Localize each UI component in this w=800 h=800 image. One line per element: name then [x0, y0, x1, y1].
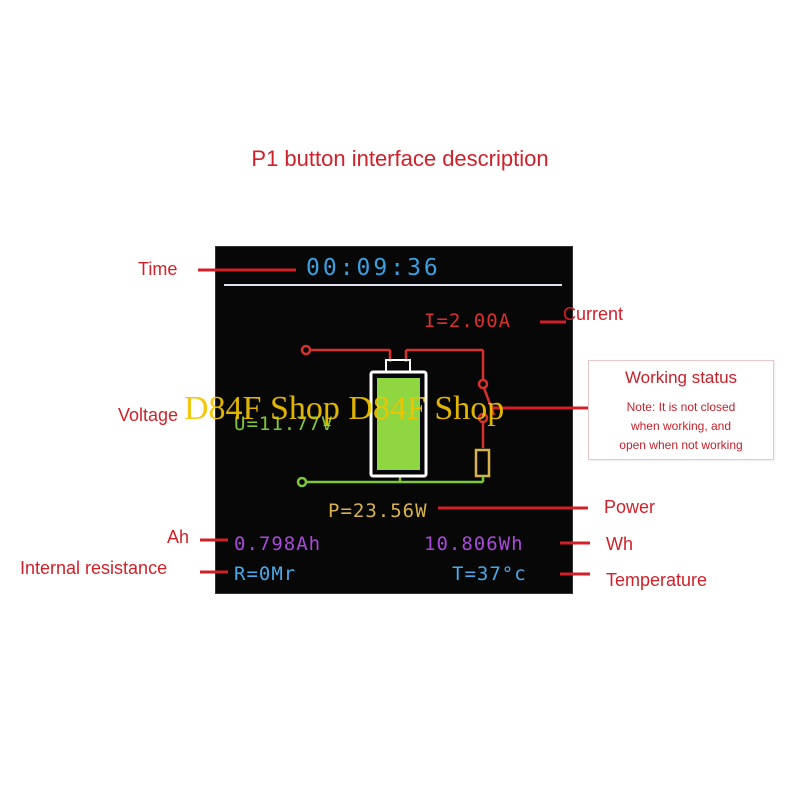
switch-contact-top [477, 378, 489, 390]
power-readout: P=23.56W [328, 500, 428, 522]
label-ah: Ah [167, 527, 190, 547]
terminal-bottom-left [296, 476, 308, 488]
working-status-note: Note: It is not closed when working, and… [589, 398, 773, 455]
note-line-3: open when not working [619, 438, 743, 452]
switch-lever [482, 387, 496, 416]
current-readout: I=2.00A [424, 310, 512, 332]
working-status-title: Working status [624, 368, 738, 387]
time-readout: 00:09:36 [306, 255, 441, 281]
load-resistor [474, 448, 491, 478]
battery-icon [369, 359, 428, 478]
label-temperature: Temperature [606, 570, 708, 590]
temperature-readout: T=37°c [452, 563, 527, 585]
wh-readout: 10.806Wh [424, 533, 524, 555]
resistance-readout: R=0Mr [234, 563, 297, 585]
label-current: Current [563, 304, 624, 324]
ah-readout: 0.798Ah [234, 533, 322, 555]
voltage-readout: U=11.77V [234, 413, 334, 435]
label-power: Power [604, 497, 656, 517]
label-time: Time [138, 259, 178, 279]
note-line-1: Note: It is not closed [626, 400, 736, 414]
label-wh: Wh [606, 534, 633, 554]
page-title: P1 button interface description [251, 146, 549, 171]
working-status-box: Working status Note: It is not closed wh… [588, 360, 774, 460]
label-voltage: Voltage [118, 405, 179, 425]
note-line-2: when working, and [630, 419, 732, 433]
terminal-top-left [300, 344, 312, 356]
return-wires [296, 476, 485, 488]
shop-watermark: D84F Shop D84F Shop [184, 390, 505, 427]
label-internal-resistance: Internal resistance [20, 558, 168, 578]
